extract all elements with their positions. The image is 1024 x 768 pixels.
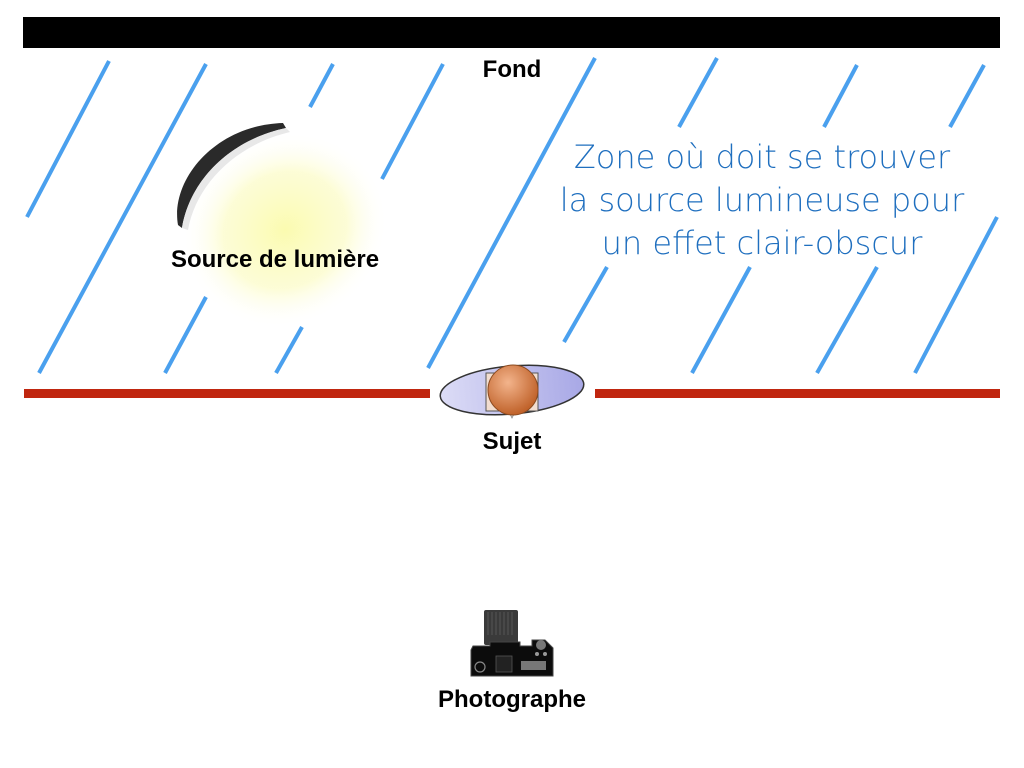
zone-description: Zone où doit se trouver la source lumine… [560,136,964,265]
hatch-line [25,60,111,218]
camera-icon [470,610,554,677]
zone-text-line: un effet clair-obscur [601,224,923,262]
light-source-label: Source de lumière [170,246,380,273]
softbox-light-icon [177,123,388,328]
hatch-line [690,266,752,374]
hatch-line [948,64,986,128]
hatch-line [308,63,335,108]
hatch-line [562,266,609,343]
subject-label: Sujet [482,428,542,455]
hatch-line [822,64,859,128]
hatch-line [677,57,719,128]
background-label: Fond [482,56,542,83]
hatch-line [274,326,304,374]
zone-text-line: Zone où doit se trouver [573,138,951,176]
hatch-line [913,216,999,374]
subject-person-icon [439,364,585,419]
hatch-line [380,63,445,180]
hatch-line [426,57,597,369]
hatch-line [37,63,208,374]
hatch-lines [25,57,999,374]
hatch-line [163,296,208,374]
zone-text-line: la source lumineuse pour [559,181,965,219]
hatch-line [815,266,879,374]
subject-line [24,389,1000,398]
backdrop-bar [23,17,1000,48]
photographer-label: Photographe [438,686,586,713]
